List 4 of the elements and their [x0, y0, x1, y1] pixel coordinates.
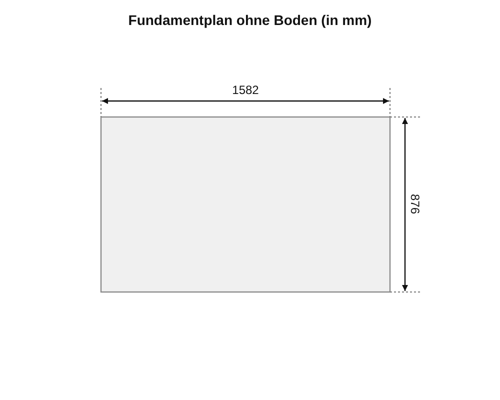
- dimension-value: 1582: [232, 83, 259, 97]
- foundation-outline: [100, 116, 391, 293]
- dimension-value: 876: [408, 194, 422, 214]
- diagram-title: Fundamentplan ohne Boden (in mm): [127, 12, 373, 28]
